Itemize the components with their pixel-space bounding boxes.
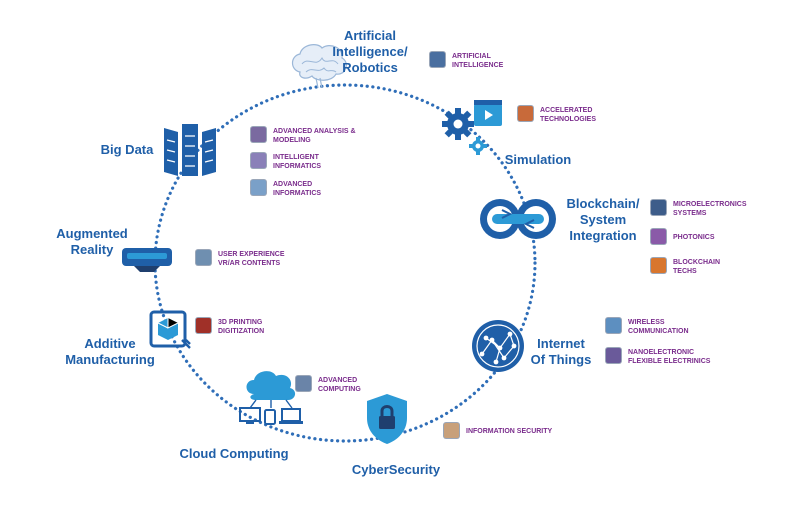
brain-icon — [286, 42, 350, 90]
node-label-simulation: Simulation — [504, 152, 572, 167]
node-label-iot: Internet Of Things — [530, 336, 592, 367]
node-label-ar: Augmented Reality — [56, 226, 128, 257]
chip-thumb-icon — [651, 229, 666, 244]
chip-thumb-icon — [251, 180, 266, 195]
server-rack-icon — [162, 122, 218, 178]
node-label-blockchain: Blockchain/ System Integration — [566, 196, 640, 243]
node-label-cybersecurity: CyberSecurity — [351, 462, 441, 477]
chip-thumb-icon — [196, 318, 211, 333]
chip-thumb-icon — [251, 153, 266, 168]
node-label-cloud: Cloud Computing — [179, 446, 289, 461]
chip-thumb-icon — [606, 348, 621, 363]
node-label-bigdata: Big Data — [100, 142, 154, 157]
gear-video-icon — [440, 98, 506, 156]
3d-printer-icon — [148, 304, 192, 352]
vr-headset-icon — [120, 244, 174, 274]
chain-link-icon — [478, 196, 558, 242]
cloud-devices-icon — [238, 368, 304, 430]
node-label-ai: Artificial Intelligence/ Robotics — [332, 28, 408, 75]
chip-thumb-icon — [430, 52, 445, 67]
chip-thumb-icon — [651, 258, 666, 273]
chip-thumb-icon — [196, 250, 211, 265]
node-label-additive: Additive Manufacturing — [65, 336, 155, 367]
chip-thumb-icon — [296, 376, 311, 391]
chip-thumb-icon — [606, 318, 621, 333]
chip-thumb-icon — [651, 200, 666, 215]
chip-thumb-icon — [444, 423, 459, 438]
chip-thumb-icon — [251, 127, 266, 142]
shield-lock-icon — [364, 392, 410, 446]
chip-thumb-icon — [518, 106, 533, 121]
network-globe-icon — [470, 318, 526, 374]
